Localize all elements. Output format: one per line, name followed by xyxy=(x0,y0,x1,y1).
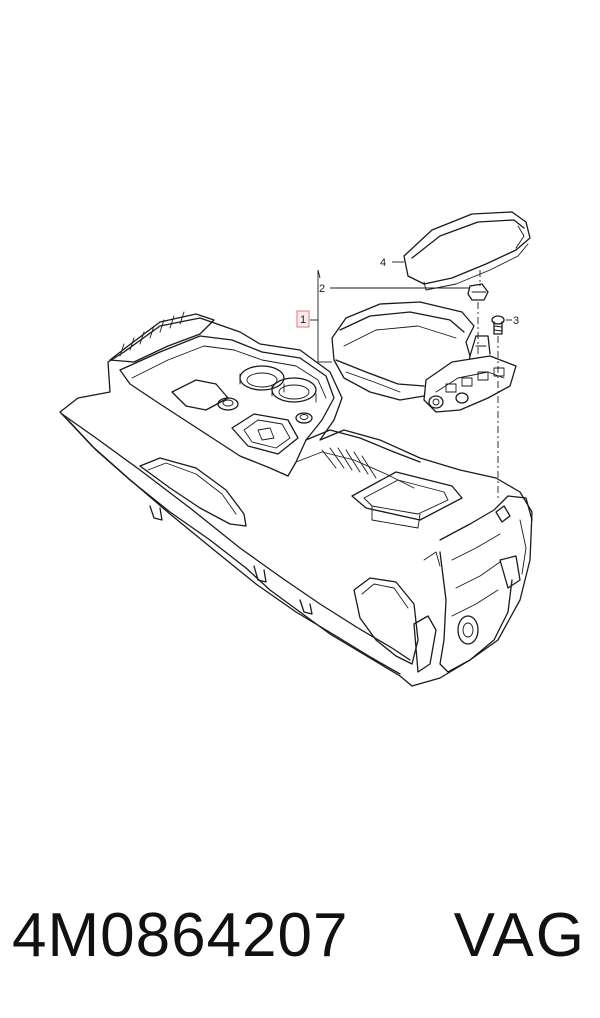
center-console xyxy=(59,317,533,687)
callout-label-3[interactable]: 3 xyxy=(513,315,519,327)
screw xyxy=(491,315,505,335)
callout-highlight-box xyxy=(296,310,310,328)
footer: 4M0864207 VAG xyxy=(0,888,600,998)
assembly-lines xyxy=(477,270,499,500)
callout-label-2[interactable]: 2 xyxy=(319,283,325,295)
armrest-base xyxy=(331,301,517,413)
svg-text:3: 3 xyxy=(513,315,519,327)
svg-text:2: 2 xyxy=(319,283,325,295)
callout-label-4[interactable]: 4 xyxy=(380,257,386,269)
brand-label: VAG xyxy=(453,901,586,970)
callout-leaders xyxy=(310,261,512,363)
svg-text:4: 4 xyxy=(380,257,386,269)
retaining-clip xyxy=(467,283,489,301)
part-number: 4M0864207 xyxy=(12,901,349,970)
console-top-surface xyxy=(109,311,533,673)
armrest-lid xyxy=(403,211,531,291)
svg-text:1: 1 xyxy=(300,314,306,326)
exploded-parts-diagram: 4 2 3 1 xyxy=(59,211,533,687)
callout-label-1[interactable]: 1 xyxy=(296,310,310,328)
